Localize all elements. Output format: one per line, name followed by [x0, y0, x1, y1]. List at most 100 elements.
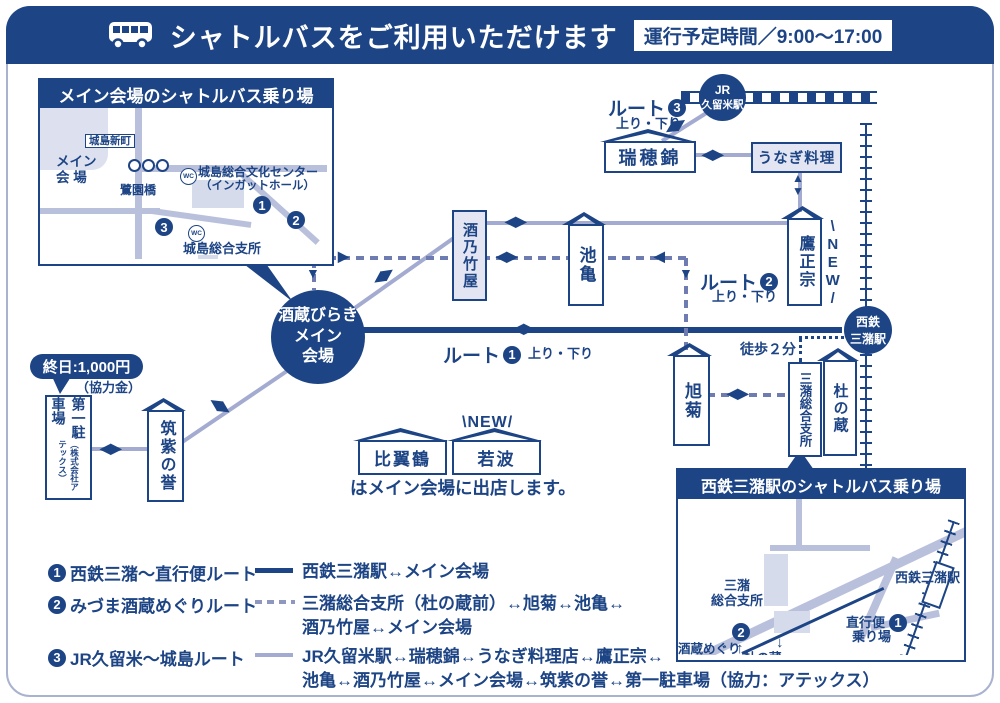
newcomer-note: はメイン会場に出店します。 — [350, 478, 576, 498]
stop-asahi-giku: 旭菊 — [673, 355, 710, 446]
left-arrow-icon: ◀ — [654, 248, 665, 264]
legend-route2-name: 2 みづま酒蔵めぐりルート — [48, 592, 257, 617]
stop-mizuma-branch-office: 三潴総合支所 — [788, 362, 822, 457]
stop2-badge: 2 — [287, 211, 305, 229]
route2-dashed-asahigiku-branch — [707, 393, 788, 397]
stop-ikekame: 池亀 — [568, 224, 604, 306]
legend-route3-desc: JR久留米駅↔瑞穂錦↔うなぎ料理店↔鷹正宗↔ 池亀↔酒乃竹屋↔メイン会場↔筑紫の… — [302, 647, 880, 690]
station-label: 久留米駅 — [701, 99, 744, 111]
updown-label: 上り・下り — [712, 289, 778, 304]
route2-label: ルート 2 — [700, 268, 779, 295]
bidirectional-arrow-icon: ◀▶ — [496, 248, 518, 264]
page-title: シャトルバスをご利用いただけます — [169, 22, 618, 53]
new-tag: \NEW/ — [462, 414, 514, 431]
walk-dotted-horizontal — [799, 336, 844, 339]
route3-line-mizuho-unagi — [693, 153, 751, 157]
route1-line — [360, 327, 842, 333]
road — [796, 499, 802, 551]
stop-mori-no-kura: 杜の蔵 — [823, 360, 857, 456]
route2-dashed-horizontal — [314, 256, 686, 260]
route3-line-parking-chikushi — [88, 447, 148, 451]
bidirectional-arrow-icon: ▲▼ — [792, 171, 804, 198]
direct-stop-badge: 1 — [889, 614, 908, 632]
culture-center-label: 城島総合文化センター — [198, 165, 319, 179]
bridge-label: 鷺園橋 — [120, 183, 157, 197]
legend-route2-line-sample — [255, 600, 295, 604]
right-arrow-icon: ▶ — [338, 248, 349, 264]
wc-icon: WC — [188, 225, 205, 242]
nishitetsu-mizuma-station-node: 西鉄 三潴駅 — [844, 306, 892, 354]
road — [40, 208, 160, 214]
route2-number-badge: 2 — [760, 272, 779, 291]
updown-label: 上り・下り — [528, 346, 594, 362]
updown-label: 上り・下り — [616, 116, 682, 131]
legend-route1-desc: 西鉄三潴駅↔メイン会場 — [302, 562, 489, 581]
route2-dashed-to-asahigiku — [684, 258, 688, 350]
inset-station-map: 西鉄三潴駅のシャトルバス乗り場 三潴 総合支所 2 酒蔵めぐり 乗り場 ↑ ↓ … — [676, 468, 966, 662]
venue-label: メイン 会 場 — [56, 154, 97, 185]
stop-mizuho-nishiki: 瑞穂錦 — [604, 141, 696, 173]
inset-main-venue-map: メイン会場のシャトルバス乗り場 城島新町 メイン 会 場 鷺園橋 WC 城島総合… — [38, 78, 334, 266]
building — [192, 180, 244, 208]
bidirectional-arrow-icon: ◀▶ — [702, 146, 724, 162]
route3-number-badge: 3 — [668, 98, 687, 117]
up-arrow-icon: ↑ — [736, 640, 744, 655]
main-venue-node: 酒蔵びらき メイン 会場 — [271, 290, 365, 384]
down-arrow-icon: ▼ — [679, 265, 693, 281]
station-label: 西鉄三潴駅 — [894, 570, 960, 585]
legend-route3-line-sample — [255, 653, 293, 657]
schedule-badge: 運行予定時間／9:00〜17:00 — [633, 19, 893, 51]
signal-icon — [128, 159, 169, 172]
parking-label: 第一駐車場 — [50, 397, 87, 439]
legend-route1-name: 1 西鉄三潴〜直行便ルート — [48, 560, 257, 585]
mori-no-kura-label: 杜の蔵 — [744, 651, 782, 655]
stop-hiyoku-tsuru: 比翼鶴 — [358, 440, 447, 475]
meguri-stop-badge: 2 — [732, 623, 750, 641]
route1-label: ルート 1 上り・下り — [443, 345, 594, 367]
branch-office-label: 城島総合支所 — [183, 241, 262, 256]
walk-dotted-vertical — [799, 338, 802, 362]
town-label: 城島新町 — [85, 134, 135, 149]
route1-number-badge: 1 — [503, 345, 522, 364]
inset-title: メイン会場のシャトルバス乗り場 — [40, 80, 332, 108]
jr-kurume-station-node: JR 久留米駅 — [699, 74, 746, 121]
route2-dashed-to-venue — [312, 260, 316, 290]
stop-parking: 第一駐車場 （株式会社アテックス） — [45, 395, 92, 500]
bidirectional-arrow-icon: ◀▶ — [100, 440, 122, 456]
bidirectional-arrow-icon: ◀▶ — [513, 320, 535, 336]
fee-badge: 終日:1,000円 — [30, 354, 143, 379]
stop1-badge: 1 — [253, 196, 271, 214]
route3-line-takeya-takamasamune — [483, 221, 788, 225]
building — [198, 255, 218, 259]
new-tag: \NEW/ — [824, 218, 842, 308]
bidirectional-arrow-icon: ◀▶ — [505, 213, 527, 229]
meguri-stop-label: 酒蔵めぐり 乗り場 — [678, 642, 741, 655]
route3-line-unagi-takamasamune — [798, 168, 802, 212]
branch-office-label: 三潴 総合支所 — [710, 578, 763, 608]
stop-taka-masamune: 鷹正宗 — [787, 218, 822, 306]
bidirectional-arrow-icon: ◀▶ — [727, 385, 749, 401]
road — [770, 545, 870, 551]
header-bar: シャトルバスをご利用いただけます 運行予定時間／9:00〜17:00 — [6, 6, 994, 64]
stop-chikushi-no-homare: 筑紫の誉 — [147, 410, 184, 502]
building — [764, 554, 788, 606]
legend-route3-name: 3 JR久留米〜城島ルート — [48, 645, 245, 670]
culture-center-sub-label: （インガットホール） — [200, 180, 315, 192]
down-arrow-icon: ↓ — [776, 634, 784, 651]
stop3-badge: 3 — [155, 218, 173, 236]
legend-route1-line-sample — [255, 568, 293, 573]
stop-sake-no-takeya: 酒乃竹屋 — [452, 210, 487, 301]
legend-route2-desc: 三潴総合支所（杜の蔵前）↔旭菊↔池亀↔ 酒乃竹屋↔メイン会場 — [302, 594, 625, 637]
road — [135, 165, 327, 172]
stop-wakanami: 若波 — [452, 440, 541, 475]
stop-unagi-restaurant: うなぎ料理 — [751, 142, 842, 173]
wc-icon: WC — [180, 168, 197, 185]
direct-stop-label: 直行便 1 — [846, 614, 908, 632]
fee-note-label: （協力金） — [76, 380, 142, 395]
walk-2min-label: 徒歩２分 — [740, 341, 796, 357]
parking-company-label: （株式会社アテックス） — [57, 440, 80, 492]
bus-icon — [108, 22, 152, 50]
inset-title: 西鉄三潴駅のシャトルバス乗り場 — [678, 470, 964, 499]
down-arrow-icon: ▼ — [306, 265, 320, 281]
